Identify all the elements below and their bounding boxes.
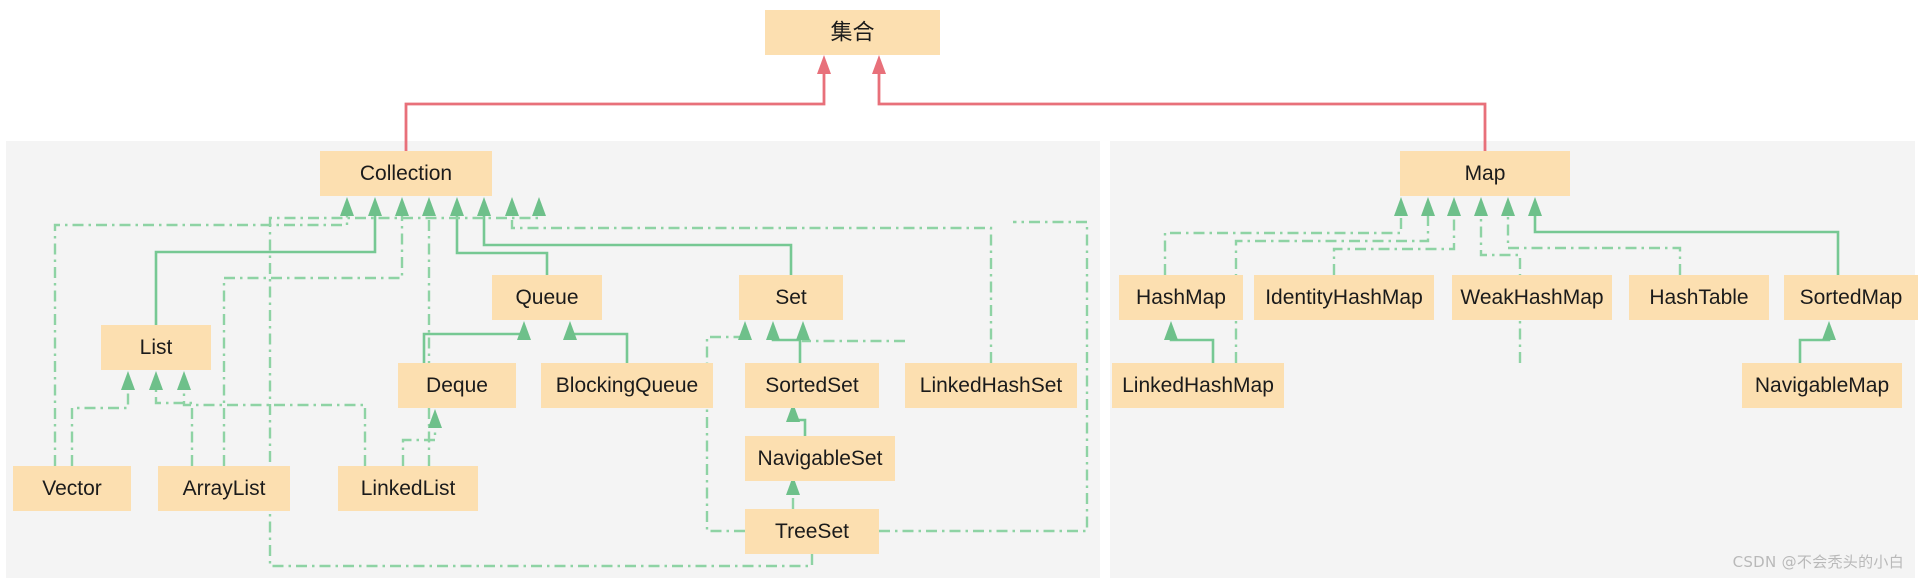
node-box-hashtable[interactable] <box>1629 275 1769 320</box>
node-box-identityhashmap[interactable] <box>1254 275 1434 320</box>
edge-arraylist-to-collection <box>222 205 404 466</box>
node-box-jihe[interactable] <box>765 10 940 55</box>
node-weakhashmap[interactable]: WeakHashMap <box>1452 275 1612 320</box>
arrow-map-1 <box>1394 197 1408 216</box>
edge-hashmap-to-map <box>1163 205 1403 275</box>
arrow-collection-4 <box>422 197 436 216</box>
node-box-linkedhashmap[interactable] <box>1112 363 1284 408</box>
node-list[interactable]: List <box>101 325 211 370</box>
node-linkedlist[interactable]: LinkedList <box>338 466 478 511</box>
edge-treeset-to-collection <box>268 205 814 568</box>
arrow-collection-5 <box>450 197 464 216</box>
edge-vector-to-list <box>70 379 130 466</box>
edge-set-to-collection <box>482 205 793 275</box>
node-jihe[interactable]: 集合 <box>765 10 940 55</box>
edge-treeset-left-to-set <box>705 329 747 533</box>
node-box-deque[interactable] <box>398 363 516 408</box>
arrow-queue-1 <box>517 321 531 340</box>
node-box-weakhashmap[interactable] <box>1452 275 1612 320</box>
arrow-map-3 <box>1447 197 1461 216</box>
node-box-navigableset[interactable] <box>745 436 895 481</box>
edge-collection-to-jihe <box>404 63 826 151</box>
arrow-hashmap-1 <box>1164 321 1178 340</box>
node-vector[interactable]: Vector <box>13 466 131 511</box>
node-map[interactable]: Map <box>1400 151 1570 196</box>
node-box-list[interactable] <box>101 325 211 370</box>
arrow-collection-2 <box>368 197 382 216</box>
arrow-queue-2 <box>563 321 577 340</box>
arrow-set-2 <box>766 321 780 340</box>
node-box-linkedhashset[interactable] <box>905 363 1077 408</box>
edge-linkedlist-to-list <box>182 379 367 466</box>
arrow-jihe-left <box>817 55 831 74</box>
node-set[interactable]: Set <box>739 275 843 320</box>
map-panel <box>1110 141 1915 578</box>
node-box-queue[interactable] <box>492 275 602 320</box>
node-box-navigablemap[interactable] <box>1742 363 1902 408</box>
node-box-sortedset[interactable] <box>745 363 879 408</box>
arrow-map-6 <box>1528 197 1542 216</box>
node-box-collection[interactable] <box>320 151 492 196</box>
edge-queue-to-collection <box>455 205 549 275</box>
node-linkedhashmap[interactable]: LinkedHashMap <box>1112 363 1284 408</box>
arrow-sortedmap-1 <box>1822 321 1836 340</box>
edge-list-to-collection <box>154 205 377 325</box>
node-box-blockingqueue[interactable] <box>541 363 713 408</box>
node-identityhashmap[interactable]: IdentityHashMap <box>1254 275 1434 320</box>
node-queue[interactable]: Queue <box>492 275 602 320</box>
node-box-sortedmap[interactable] <box>1784 275 1918 320</box>
edge-sortedmap-to-map <box>1533 205 1840 275</box>
panel-backgrounds <box>6 141 1915 578</box>
node-hashmap[interactable]: HashMap <box>1119 275 1243 320</box>
arrow-collection-7 <box>505 197 519 216</box>
node-box-treeset[interactable] <box>745 509 879 554</box>
edge-map-to-jihe <box>877 63 1487 151</box>
csdn-watermark: CSDN @不会秃头的小白 <box>1732 553 1904 571</box>
arrow-collection-1 <box>340 197 354 216</box>
arrow-collection-6 <box>477 197 491 216</box>
arrow-set-1 <box>738 321 752 340</box>
arrow-list-1 <box>121 371 135 390</box>
edge-hashtable-to-map <box>1506 205 1682 275</box>
arrow-map-2 <box>1421 197 1435 216</box>
arrow-list-2 <box>149 371 163 390</box>
node-navigableset[interactable]: NavigableSet <box>745 436 895 481</box>
node-box-set[interactable] <box>739 275 843 320</box>
node-box-vector[interactable] <box>13 466 131 511</box>
node-box-hashmap[interactable] <box>1119 275 1243 320</box>
edge-arrowheads <box>121 55 1836 495</box>
node-deque[interactable]: Deque <box>398 363 516 408</box>
node-box-linkedlist[interactable] <box>338 466 478 511</box>
arrow-map-4 <box>1474 197 1488 216</box>
arrow-deque-1 <box>428 409 442 428</box>
node-collection[interactable]: Collection <box>320 151 492 196</box>
node-hashtable[interactable]: HashTable <box>1629 275 1769 320</box>
node-navigablemap[interactable]: NavigableMap <box>1742 363 1902 408</box>
arrow-collection-8 <box>532 197 546 216</box>
node-sortedset[interactable]: SortedSet <box>745 363 879 408</box>
edge-treeset-right-rail <box>879 220 1089 533</box>
node-box-arraylist[interactable] <box>158 466 290 511</box>
arrow-sortedset-1 <box>786 403 800 422</box>
arrow-set-3 <box>796 321 810 340</box>
edge-arraylist-to-list <box>154 379 194 466</box>
node-blockingqueue[interactable]: BlockingQueue <box>541 363 713 408</box>
arrow-map-5 <box>1501 197 1515 216</box>
arrow-navigableset-1 <box>786 476 800 495</box>
node-box-map[interactable] <box>1400 151 1570 196</box>
edge-identityhashmap-to-map <box>1332 205 1456 275</box>
node-treeset[interactable]: TreeSet <box>745 509 879 554</box>
node-arraylist[interactable]: ArrayList <box>158 466 290 511</box>
node-sortedmap[interactable]: SortedMap <box>1784 275 1918 320</box>
edge-linkedlist-to-deque <box>401 417 437 466</box>
arrow-list-3 <box>177 371 191 390</box>
node-linkedhashset[interactable]: LinkedHashSet <box>905 363 1077 408</box>
arrow-jihe-right <box>872 55 886 74</box>
arrow-collection-3 <box>395 197 409 216</box>
